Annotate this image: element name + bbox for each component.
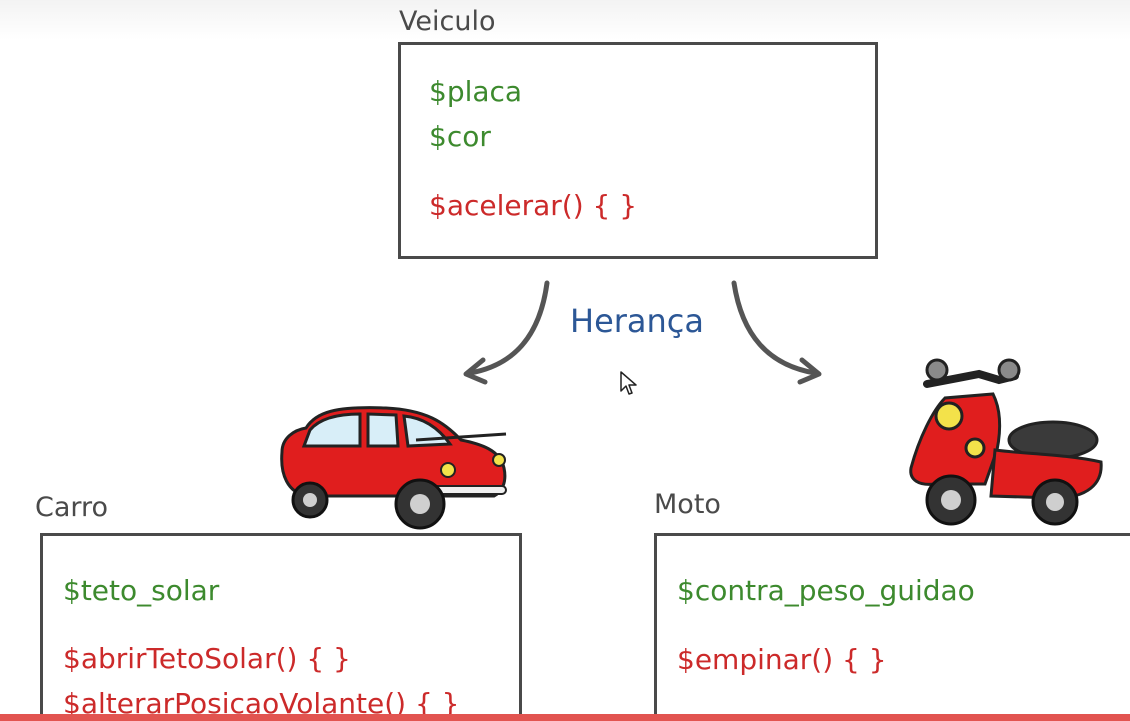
class-title-veiculo: Veiculo xyxy=(399,6,496,37)
scooter-illustration-icon xyxy=(909,358,1103,526)
class-title-carro: Carro xyxy=(35,492,109,523)
arrow-to-moto-icon xyxy=(731,280,818,376)
method-alterar-posicao-volante: $alterarPosicaoVolante() { } xyxy=(63,687,460,720)
mouse-cursor-icon xyxy=(620,371,637,395)
class-box-moto xyxy=(654,533,1130,721)
arrow-head-carro-icon xyxy=(463,357,488,385)
attribute-contra-peso-guidao: $contra_peso_guidao xyxy=(677,574,975,607)
inheritance-label: Herança xyxy=(570,302,704,340)
class-box-carro xyxy=(40,533,522,721)
arrow-head-moto-icon xyxy=(797,357,822,385)
car-illustration-icon xyxy=(280,406,507,530)
arrow-to-carro-icon xyxy=(467,280,550,376)
attribute-teto-solar: $teto_solar xyxy=(63,574,220,607)
method-empinar: $empinar() { } xyxy=(677,643,887,676)
method-acelerar: $acelerar() { } xyxy=(429,189,638,222)
video-progress-bar xyxy=(0,714,1130,721)
attribute-placa: $placa xyxy=(429,75,523,108)
class-title-moto: Moto xyxy=(654,489,721,520)
attribute-cor: $cor xyxy=(429,120,491,153)
method-abrir-teto-solar: $abrirTetoSolar() { } xyxy=(63,642,351,675)
class-box-veiculo xyxy=(398,42,878,259)
